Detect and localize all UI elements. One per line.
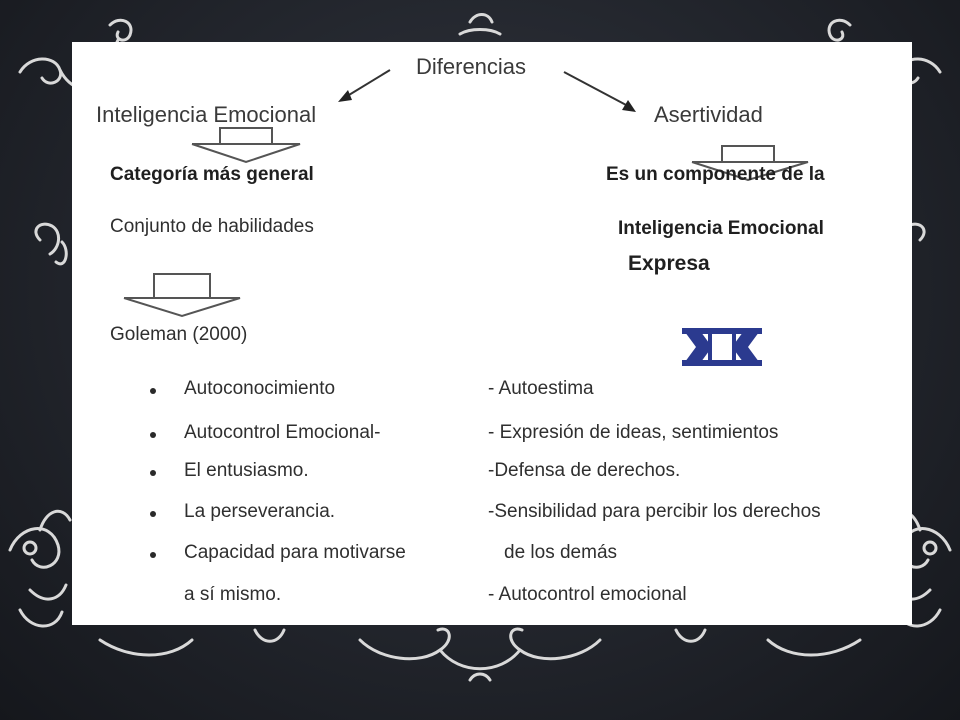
right-item-4: -Sensibilidad para percibir los derechos [488,501,821,522]
ornament-bottom-center [98,627,862,682]
outlined-down-arrow-icon [123,273,241,318]
left-item-6: a sí mismo. [184,584,282,605]
right-item-5: de los demás [504,542,618,563]
arrow-to-left-heading [338,69,391,102]
diagram-title: Diferencias [416,54,527,79]
outlined-down-arrow-icon [191,127,301,164]
right-expresses: Expresa [628,252,710,275]
slide-card: Diferencias Inteligencia Emocional Categ… [72,42,912,625]
bullet [150,432,156,438]
arrow-to-right-heading [563,71,636,112]
diagram-graphics [123,69,809,366]
left-author: Goleman (2000) [110,324,248,345]
left-heading: Inteligencia Emocional [96,102,317,127]
bullet [150,470,156,476]
right-item-6: - Autocontrol emocional [488,584,687,605]
right-component-line2: Inteligencia Emocional [618,218,824,239]
right-item-3: -Defensa de derechos. [488,460,681,481]
left-category: Categoría más general [110,164,314,185]
left-item-3: El entusiasmo. [184,460,309,481]
bullet [150,388,156,394]
left-description: Conjunto de habilidades [110,216,314,237]
bullet [150,511,156,517]
ornament-left-middle [34,222,68,266]
right-heading: Asertividad [654,102,763,127]
right-item-2: - Expresión de ideas, sentimientos [488,422,779,443]
double-bracket-exchange-icon [682,328,762,366]
ornament-top-center [458,13,502,36]
left-item-2: Autocontrol Emocional- [184,422,381,443]
bullet [150,552,156,558]
right-component-line1: Es un componente de la [606,164,825,185]
right-item-1: - Autoestima [488,378,594,399]
ornament-bottom-left [8,509,72,628]
outlined-down-arrow-icon [691,145,809,182]
left-item-4: La perseverancia. [184,501,336,522]
left-item-5: Capacidad para motivarse [184,542,406,563]
left-item-1: Autoconocimiento [184,378,336,399]
